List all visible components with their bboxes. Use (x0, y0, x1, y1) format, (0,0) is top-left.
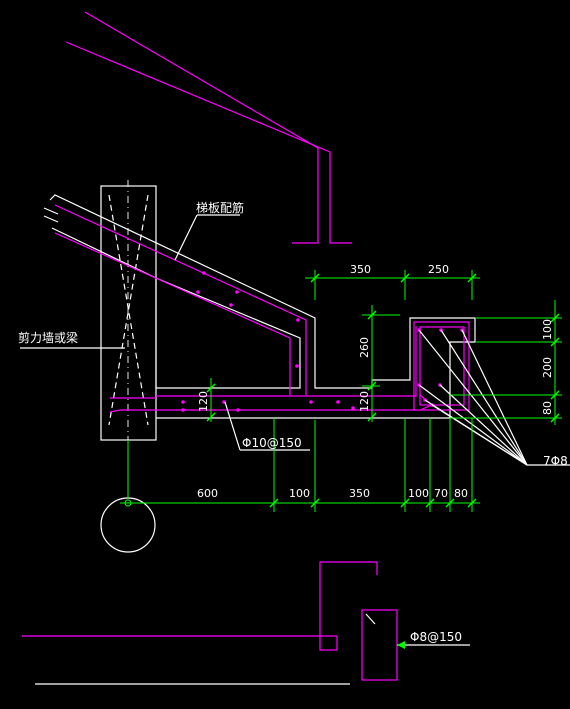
dimension-text: 350 250 260 120 120 100 200 80 600 100 3… (197, 263, 554, 500)
dim-right-100: 100 (541, 319, 554, 340)
dim-slab-120-left: 120 (197, 391, 210, 412)
label-top-bars: 7Φ8 (543, 454, 568, 468)
label-leaders (20, 214, 310, 451)
label-stair-slab-reinforcement: 梯板配筋 (196, 200, 244, 215)
lower-detail (22, 561, 470, 685)
top-bars-leaders (418, 329, 570, 466)
dim-bottom-100a: 100 (289, 487, 310, 500)
reinforcement (54, 204, 470, 413)
rebar-dots (181, 271, 464, 412)
dim-bottom-350: 350 (349, 487, 370, 500)
dim-right-80: 80 (541, 401, 554, 415)
dim-bottom-80: 80 (454, 487, 468, 500)
dim-top-350: 350 (350, 263, 371, 276)
dim-bottom-70: 70 (434, 487, 448, 500)
concrete-outline (43, 194, 476, 419)
dim-bottom-100b: 100 (408, 487, 429, 500)
dim-top-250: 250 (428, 263, 449, 276)
dim-bottom-600: 600 (197, 487, 218, 500)
dimension-lines (120, 270, 562, 512)
label-shear-wall-or-beam: 剪力墙或梁 (18, 330, 78, 345)
label-distribution-rebar: Φ10@150 (242, 436, 302, 450)
dim-slab-120-right: 120 (358, 391, 371, 412)
label-stirrup: Φ8@150 (410, 630, 462, 644)
dim-right-200: 200 (541, 357, 554, 378)
stirrup-arrow (397, 641, 405, 649)
upper-stair-rebar (65, 11, 352, 244)
dim-rise-260: 260 (358, 337, 371, 358)
